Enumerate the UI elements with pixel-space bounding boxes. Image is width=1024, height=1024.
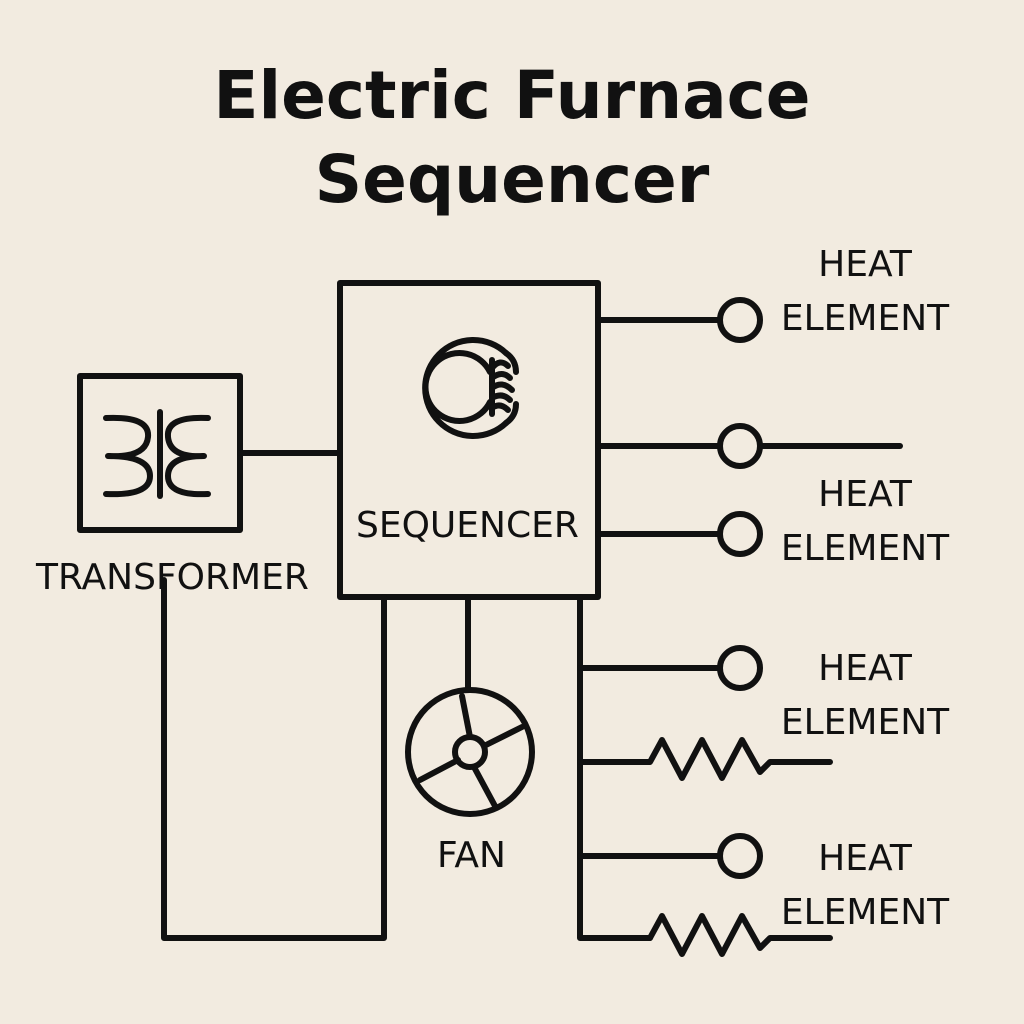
heat-element-1-line2: ELEMENT — [780, 298, 950, 339]
transformer-coil-icon — [103, 409, 211, 499]
resistor-heat-element-3 — [577, 737, 833, 781]
wire-lower-bus — [577, 594, 653, 941]
fan-label: FAN — [437, 835, 506, 876]
transformer-label: TRANSFORMER — [36, 557, 309, 598]
wire-transformer-return — [161, 577, 387, 941]
heat-element-3-line2: ELEMENT — [780, 702, 950, 743]
heat-element-label-4: HEAT ELEMENT — [745, 832, 985, 940]
heat-element-1-line1: HEAT — [818, 244, 912, 285]
heat-element-4-line2: ELEMENT — [780, 892, 950, 933]
sequencer-box — [337, 280, 601, 600]
diagram-title-line2: Sequencer — [314, 141, 710, 218]
terminal-5 — [717, 833, 763, 879]
heat-element-2-line2: ELEMENT — [780, 528, 950, 569]
terminal-1 — [717, 297, 763, 343]
terminal-4 — [717, 645, 763, 691]
heat-element-label-2: HEAT ELEMENT — [745, 468, 985, 576]
heat-element-label-1: HEAT ELEMENT — [745, 238, 985, 346]
heater-coil-icon — [422, 337, 519, 439]
heat-element-3-line1: HEAT — [818, 648, 912, 689]
heat-element-label-3: HEAT ELEMENT — [745, 642, 985, 750]
fan-icon — [405, 687, 535, 817]
heat-element-4-line1: HEAT — [818, 838, 912, 879]
heat-element-2-line1: HEAT — [818, 474, 912, 515]
sequencer-label: SEQUENCER — [356, 505, 579, 546]
resistor-heat-element-4 — [647, 913, 833, 957]
terminal-3 — [717, 511, 763, 557]
terminal-2 — [717, 423, 763, 469]
diagram-title-line1: Electric Furnace — [213, 57, 811, 134]
